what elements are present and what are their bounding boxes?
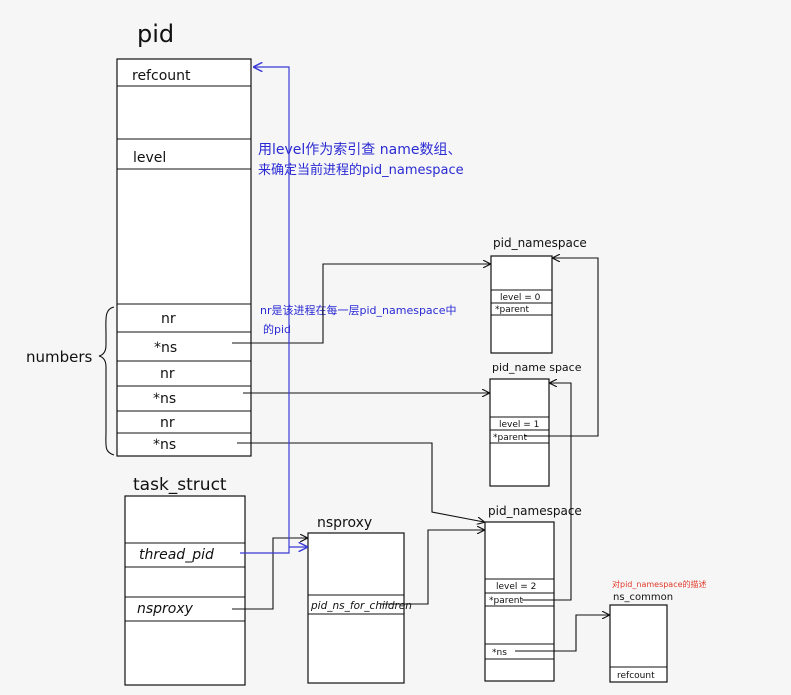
note-level-line2: 来确定当前进程的pid_namespace: [258, 162, 464, 178]
pid-nr-field-1: nr: [161, 311, 176, 327]
pid-ns-2-title: pid_namespace: [488, 504, 582, 518]
pid-struct: pid refcount level nr *ns nr *ns nr *ns: [116, 20, 252, 457]
numbers-label: numbers: [26, 348, 93, 366]
pid-level-field: level: [133, 150, 166, 166]
pid-nr-field-3: nr: [160, 415, 175, 431]
task-struct: task_struct thread_pid nsproxy: [124, 475, 246, 686]
pid-ns-0-parent: *parent: [495, 305, 529, 315]
arrow-children-to-pid-ns-2: [380, 530, 484, 605]
note-nr-line1: nr是该进程在每一层pid_namespace中: [260, 303, 456, 317]
task-struct-nsproxy-field: nsproxy: [137, 601, 194, 617]
nsproxy-pid-ns-for-children-field: pid_ns_for_children: [310, 600, 412, 612]
numbers-brace: numbers: [26, 306, 115, 456]
pid-namespace-level-1: pid_name space level = 1 *parent: [489, 361, 582, 487]
pid-ns-2-ns: *ns: [492, 648, 507, 658]
pid-ns-0-box: [490, 255, 553, 354]
pid-ns-1-parent: *parent: [493, 433, 527, 443]
arrow-ns3-to-pid-ns-2: [237, 442, 484, 522]
task-struct-thread-pid-field: thread_pid: [139, 547, 214, 563]
pid-ns-1-level: level = 1: [499, 420, 539, 430]
ns-common-box: [609, 604, 668, 683]
ns-common-note: 对pid_namespace的描述: [612, 579, 707, 589]
pid-ns-1-title: pid_name space: [492, 361, 582, 374]
arrow-ns1-to-pid-ns-0: [232, 264, 490, 344]
pid-ns-1-box: [489, 378, 550, 487]
pid-ns-2-parent: *parent: [489, 596, 523, 606]
pid-ns-0-level: level = 0: [500, 293, 541, 303]
arrow-parent-1-to-pid-ns-0: [524, 258, 599, 437]
pid-ns-field-1: *ns: [154, 340, 177, 356]
ns-common-struct: 对pid_namespace的描述 ns_common refcount: [609, 579, 707, 683]
pid-refcount-field: refcount: [132, 68, 191, 84]
pid-ns-2-box: [484, 521, 555, 682]
pid-namespace-level-0: pid_namespace level = 0 *parent: [490, 236, 587, 354]
nsproxy-box: [307, 532, 405, 684]
arrow-thread-pid-to-pid: [240, 67, 290, 554]
pid-nr-field-2: nr: [160, 366, 175, 382]
arrow-task-nsproxy-to-nsproxy: [232, 538, 307, 610]
arrow-ns-to-ns-common: [515, 615, 609, 652]
pid-box: [116, 58, 252, 457]
task-struct-box: [124, 495, 246, 686]
pid-ns-field-3: *ns: [153, 437, 176, 453]
pid-namespace-level-2: pid_namespace level = 2 *parent *ns: [484, 504, 582, 682]
arrow-parent-2-to-pid-ns-1: [522, 383, 572, 601]
ns-common-title: ns_common: [613, 592, 673, 603]
note-nr-line2: 的pid: [263, 322, 291, 336]
nsproxy-title: nsproxy: [317, 515, 372, 531]
pid-ns-0-title: pid_namespace: [493, 236, 587, 250]
ns-common-refcount: refcount: [617, 671, 655, 681]
pid-ns-field-2: *ns: [153, 391, 176, 407]
pid-ns-2-level: level = 2: [496, 582, 536, 592]
pid-title: pid: [137, 20, 174, 48]
nsproxy-struct: nsproxy pid_ns_for_children: [307, 515, 412, 684]
note-level-line1: 用level作为索引查 name数组、: [258, 141, 461, 158]
task-struct-title: task_struct: [133, 475, 227, 495]
